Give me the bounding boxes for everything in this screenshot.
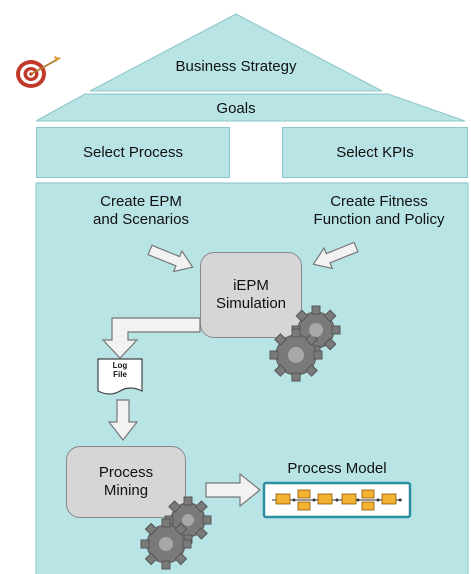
create-epm-line1: Create EPM — [100, 193, 182, 210]
create-epm-line2: and Scenarios — [93, 211, 189, 228]
create-fitness-label: Create Fitness Function and Policy — [288, 193, 470, 229]
goals-band — [35, 93, 466, 122]
create-fitness-line1: Create Fitness — [330, 193, 428, 210]
select-kpis-box: Select KPIs — [282, 127, 468, 178]
simulation-line1: iEPM — [233, 277, 269, 294]
target-icon — [16, 56, 61, 88]
log-file-line1: Log — [112, 361, 128, 370]
gears-icon — [269, 305, 341, 382]
process-model-label: Process Model — [287, 460, 387, 477]
roof-title: Business Strategy — [175, 58, 297, 75]
select-process-box: Select Process — [36, 127, 230, 178]
mining-line1: Process — [98, 464, 154, 481]
process-model-graphic — [262, 481, 412, 519]
simulation-box: iEPM Simulation — [200, 252, 302, 338]
select-kpis-label: Select KPIs — [336, 144, 414, 161]
create-fitness-line2: Function and Policy — [313, 211, 445, 228]
arrow-icon — [107, 399, 139, 441]
select-process-label: Select Process — [82, 144, 184, 161]
simulation-line2: Simulation — [215, 295, 287, 312]
log-file-line2: File — [113, 370, 127, 380]
arrow-icon — [312, 241, 359, 270]
document-icon — [97, 358, 143, 395]
arrow-icon — [147, 244, 194, 273]
create-epm-label: Create EPM and Scenarios — [66, 193, 216, 229]
mining-line2: Mining — [103, 482, 149, 499]
log-file-label: Log File — [98, 361, 142, 379]
arrow-icon — [205, 472, 261, 508]
goals-label: Goals — [216, 100, 256, 117]
arrow-icon — [101, 317, 201, 359]
process-mining-box: Process Mining — [66, 446, 186, 518]
roof-triangle — [89, 13, 383, 92]
gears-icon — [140, 496, 212, 570]
